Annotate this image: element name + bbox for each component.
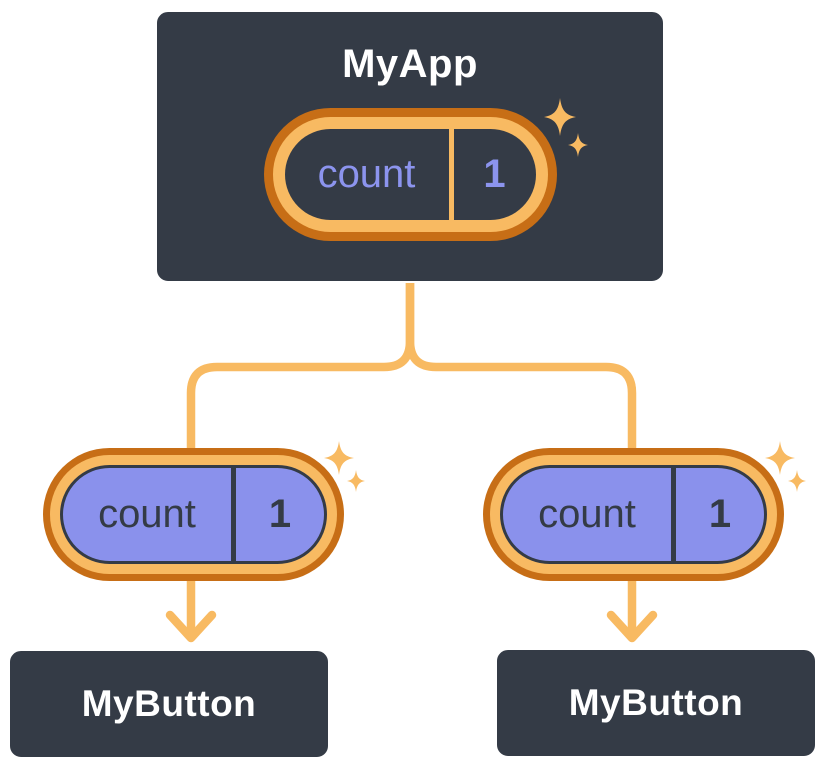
arrow-down-icon (165, 610, 217, 643)
state-pill-right: count 1 (483, 448, 784, 581)
state-value: 1 (483, 152, 506, 196)
node-mybutton-left: MyButton (8, 649, 330, 759)
state-pill-left: count 1 (43, 448, 344, 581)
state-pill-ring: count 1 (50, 455, 337, 574)
node-title: MyButton (568, 682, 744, 723)
state-name-cell: count (285, 129, 449, 220)
node-title: MyButton (81, 683, 257, 724)
pill-divider (671, 468, 676, 561)
sparkle-icon (324, 441, 354, 475)
state-value-cell: 1 (236, 468, 324, 561)
state-value: 1 (268, 492, 292, 536)
state-pill-core: count 1 (284, 129, 536, 220)
node-title: MyApp (342, 42, 478, 86)
state-name-cell: count (503, 468, 671, 561)
state-pill-root: count 1 (263, 108, 557, 241)
sparkle-icon (788, 470, 806, 492)
state-pill-core: count 1 (60, 465, 327, 564)
state-name: count (317, 152, 416, 196)
state-name-cell: count (63, 468, 231, 561)
state-name: count (538, 492, 636, 536)
state-value-cell: 1 (676, 468, 764, 561)
arrow-down-icon (606, 610, 658, 643)
state-value-cell: 1 (454, 129, 536, 220)
sparkle-icon (765, 441, 795, 475)
state-name: count (98, 492, 196, 536)
state-pill-ring: count 1 (272, 117, 548, 232)
node-myapp: MyApp count 1 (155, 10, 665, 283)
state-pill-core: count 1 (500, 465, 767, 564)
pill-divider (448, 129, 454, 220)
sparkle-icon (347, 470, 365, 492)
state-pill-ring: count 1 (490, 455, 777, 574)
state-value: 1 (708, 492, 732, 536)
node-mybutton-right: MyButton (495, 648, 817, 758)
